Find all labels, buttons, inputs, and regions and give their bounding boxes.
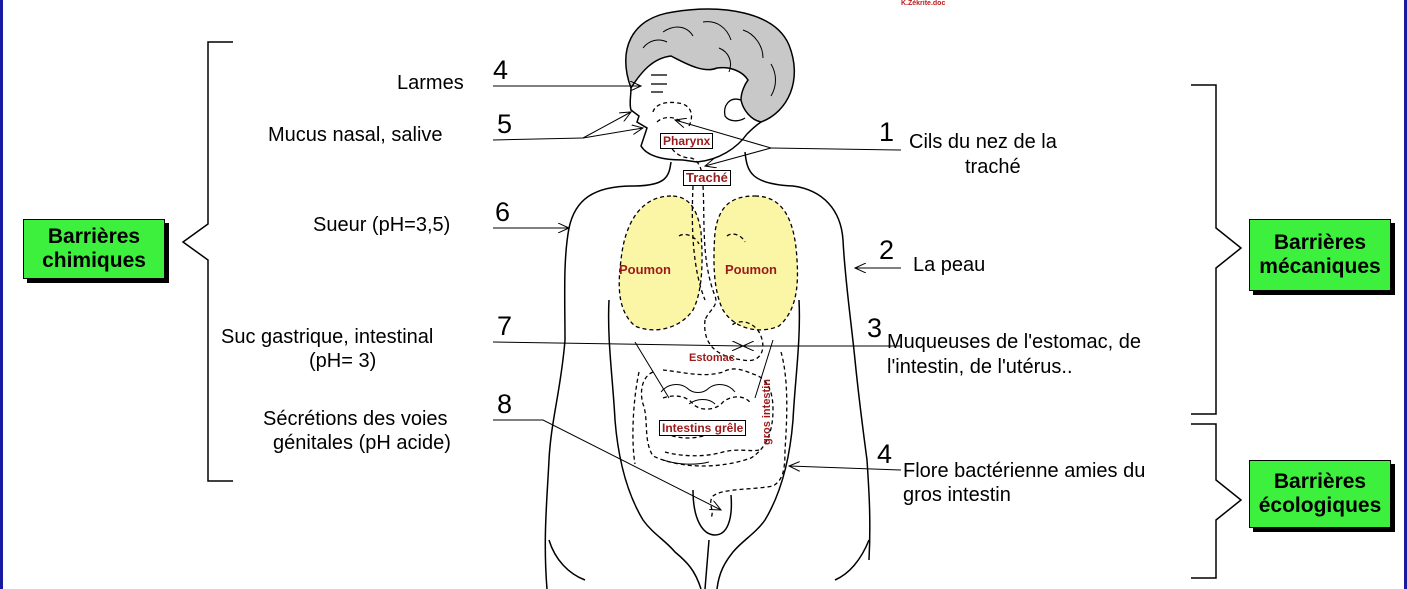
category-barrieres-mecaniques: Barrières mécaniques <box>1249 219 1391 291</box>
number-4-right: 4 <box>877 440 892 468</box>
organ-pharynx: Pharynx <box>660 133 713 149</box>
label-sueur: Sueur (pH=3,5) <box>313 214 450 237</box>
organ-trache: Traché <box>683 170 731 186</box>
label-la-peau: La peau <box>913 254 985 277</box>
category-line: Barrières <box>1250 470 1390 494</box>
organ-estomac: Estomac <box>689 352 735 364</box>
label-suc-gastrique-ph: (pH= 3) <box>309 350 376 373</box>
number-7: 7 <box>497 312 512 340</box>
number-5: 5 <box>497 110 512 138</box>
category-line: Barrières <box>24 225 164 249</box>
label-muqueuses-suite: l'intestin, de l'utérus.. <box>887 356 1073 379</box>
credit-text: K.Zékrite.doc <box>901 0 945 7</box>
bracket-right-ecologiques <box>1191 424 1241 578</box>
label-larmes: Larmes <box>397 72 464 95</box>
number-3: 3 <box>867 314 882 342</box>
eye <box>651 75 667 92</box>
torso-outline <box>545 152 870 589</box>
bracket-right-mecaniques <box>1191 85 1241 414</box>
category-line: chimiques <box>24 249 164 273</box>
label-cils-du-nez: Cils du nez de la <box>909 131 1057 154</box>
label-suc-gastrique: Suc gastrique, intestinal <box>221 326 433 349</box>
organ-gros-intestin: gros intestin <box>761 372 773 452</box>
label-secretions-genitales: génitales (pH acide) <box>273 432 451 455</box>
category-line: Barrières <box>1250 231 1390 255</box>
organ-intestins-grele: Intestins grêle <box>659 420 746 436</box>
number-2: 2 <box>879 236 894 264</box>
category-barrieres-chimiques: Barrières chimiques <box>23 219 165 279</box>
hair <box>626 9 795 122</box>
label-secretions-voies: Sécrétions des voies <box>263 408 448 431</box>
number-4-left: 4 <box>493 56 508 84</box>
label-flore-bacterienne: Flore bactérienne amies du <box>903 460 1145 483</box>
category-line: mécaniques <box>1250 255 1390 279</box>
label-mucus-nasal-salive: Mucus nasal, salive <box>268 124 443 147</box>
number-6: 6 <box>495 198 510 226</box>
label-gros-intestin: gros intestin <box>903 484 1011 507</box>
label-muqueuses: Muqueuses de l'estomac, de <box>887 331 1141 354</box>
category-line: écologiques <box>1250 494 1390 518</box>
organ-poumon-right: Poumon <box>725 262 777 277</box>
bracket-left <box>183 42 233 481</box>
number-8: 8 <box>497 390 512 418</box>
category-barrieres-ecologiques: Barrières écologiques <box>1249 460 1391 528</box>
number-1: 1 <box>879 118 894 146</box>
body-illustration <box>3 0 1407 589</box>
label-cils-trache: traché <box>965 156 1021 179</box>
organ-poumon-left: Poumon <box>619 262 671 277</box>
